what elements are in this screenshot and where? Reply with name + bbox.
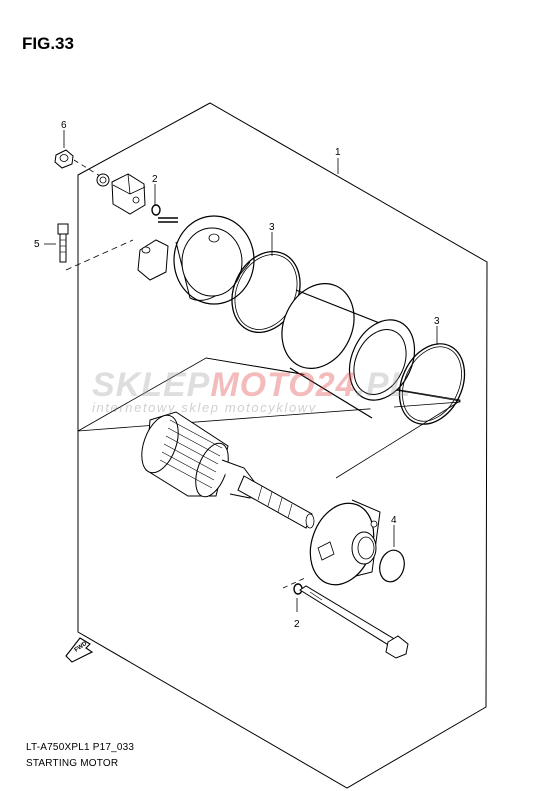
fwd-arrow-icon: FWD — [65, 637, 94, 663]
callout-3-upper: 3 — [269, 222, 275, 233]
part-armature — [141, 411, 315, 529]
callout-5: 5 — [34, 239, 40, 250]
model-code: LT-A750XPL1 P17_033 — [26, 742, 135, 753]
part-terminal-cap — [111, 173, 146, 215]
callout-2-upper: 2 — [152, 174, 158, 185]
figure-caption: STARTING MOTOR — [26, 758, 119, 769]
callout-1: 1 — [335, 147, 341, 158]
part-through-bolt — [299, 585, 409, 659]
part-washer-small — [96, 173, 110, 187]
armature-panel — [77, 357, 461, 432]
part-rear-cover — [137, 215, 255, 305]
part-oring-large-lower-inner — [402, 346, 462, 422]
callout-3-lower: 3 — [434, 316, 440, 327]
panel-rear-edge — [335, 400, 461, 479]
callout-4: 4 — [391, 515, 397, 526]
callout-2-lower: 2 — [294, 619, 300, 630]
part-front-cover — [309, 499, 381, 586]
watermark-brand: SKLEPMOTO24.PL — [92, 366, 412, 404]
dashed-leader-nut — [73, 159, 101, 177]
watermark-tagline: internetowy sklep motocyklowy — [92, 400, 317, 415]
part-yoke — [281, 283, 416, 420]
part-oring-upper — [151, 204, 161, 216]
part-oring-large-lower — [398, 343, 466, 425]
assembly-frame — [77, 102, 488, 789]
dashed-leader-oring — [282, 577, 306, 589]
part-nut — [54, 149, 74, 169]
figure-title: FIG.33 — [22, 34, 74, 53]
dashed-leader-bolt — [65, 239, 134, 271]
part-oring-4 — [379, 549, 405, 583]
part-bolt — [57, 223, 69, 263]
callout-6: 6 — [61, 120, 67, 131]
